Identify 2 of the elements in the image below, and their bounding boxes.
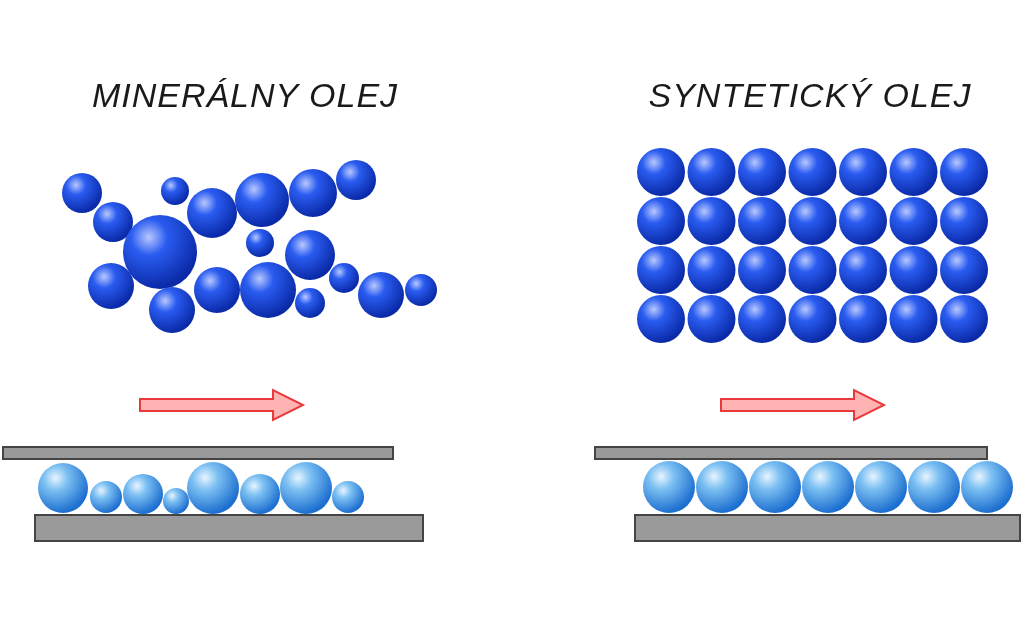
heading: MINERÁLNY OLEJ — [90, 76, 400, 115]
heading: SYNTETICKÝ OLEJ — [647, 76, 973, 115]
